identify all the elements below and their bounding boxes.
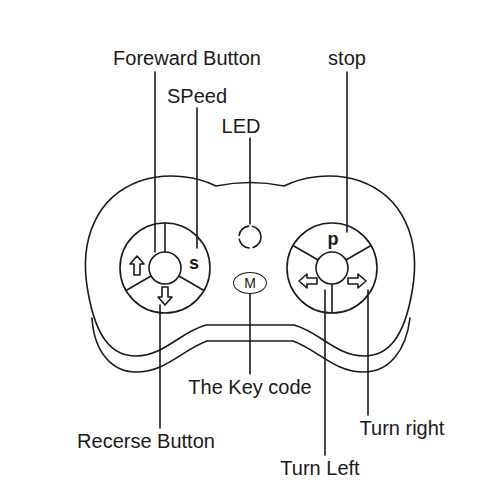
button-label: Turn right: [360, 418, 445, 438]
button-label: Foreward Button: [113, 48, 261, 68]
pad-divider: [179, 276, 204, 291]
button-label: The Key code: [188, 377, 311, 397]
leader-line: [249, 138, 251, 224]
button-glyph: M: [244, 276, 256, 290]
right-arrow: [348, 274, 366, 288]
pad-divider: [293, 246, 318, 261]
button-label: Recerse Button: [77, 431, 215, 451]
pad-divider: [331, 284, 333, 313]
leader-line: [346, 72, 348, 232]
button-glyph: s: [189, 254, 199, 272]
leader-line: [196, 108, 198, 248]
led-indicator: [239, 226, 261, 248]
leader-line: [154, 72, 156, 252]
button-label: Turn Left: [280, 458, 359, 478]
button-glyph: p: [328, 230, 339, 248]
button-label: stop: [328, 48, 366, 68]
leader-line: [367, 290, 369, 415]
forward-arrow: [130, 256, 144, 275]
button-label: SPeed: [167, 86, 227, 106]
reverse-arrow: [158, 287, 172, 305]
mode-button: M: [233, 272, 267, 294]
leader-line: [324, 290, 326, 455]
indicator-label: LED: [222, 116, 261, 136]
right-pad: [287, 223, 377, 313]
left-arrow: [299, 274, 317, 288]
pad-divider: [164, 223, 166, 252]
left-pad-center: [149, 252, 181, 284]
pad-divider: [126, 276, 151, 291]
leader-line: [159, 305, 161, 428]
leader-line: [249, 294, 251, 374]
right-pad-center: [316, 252, 348, 284]
pad-divider: [346, 246, 371, 261]
